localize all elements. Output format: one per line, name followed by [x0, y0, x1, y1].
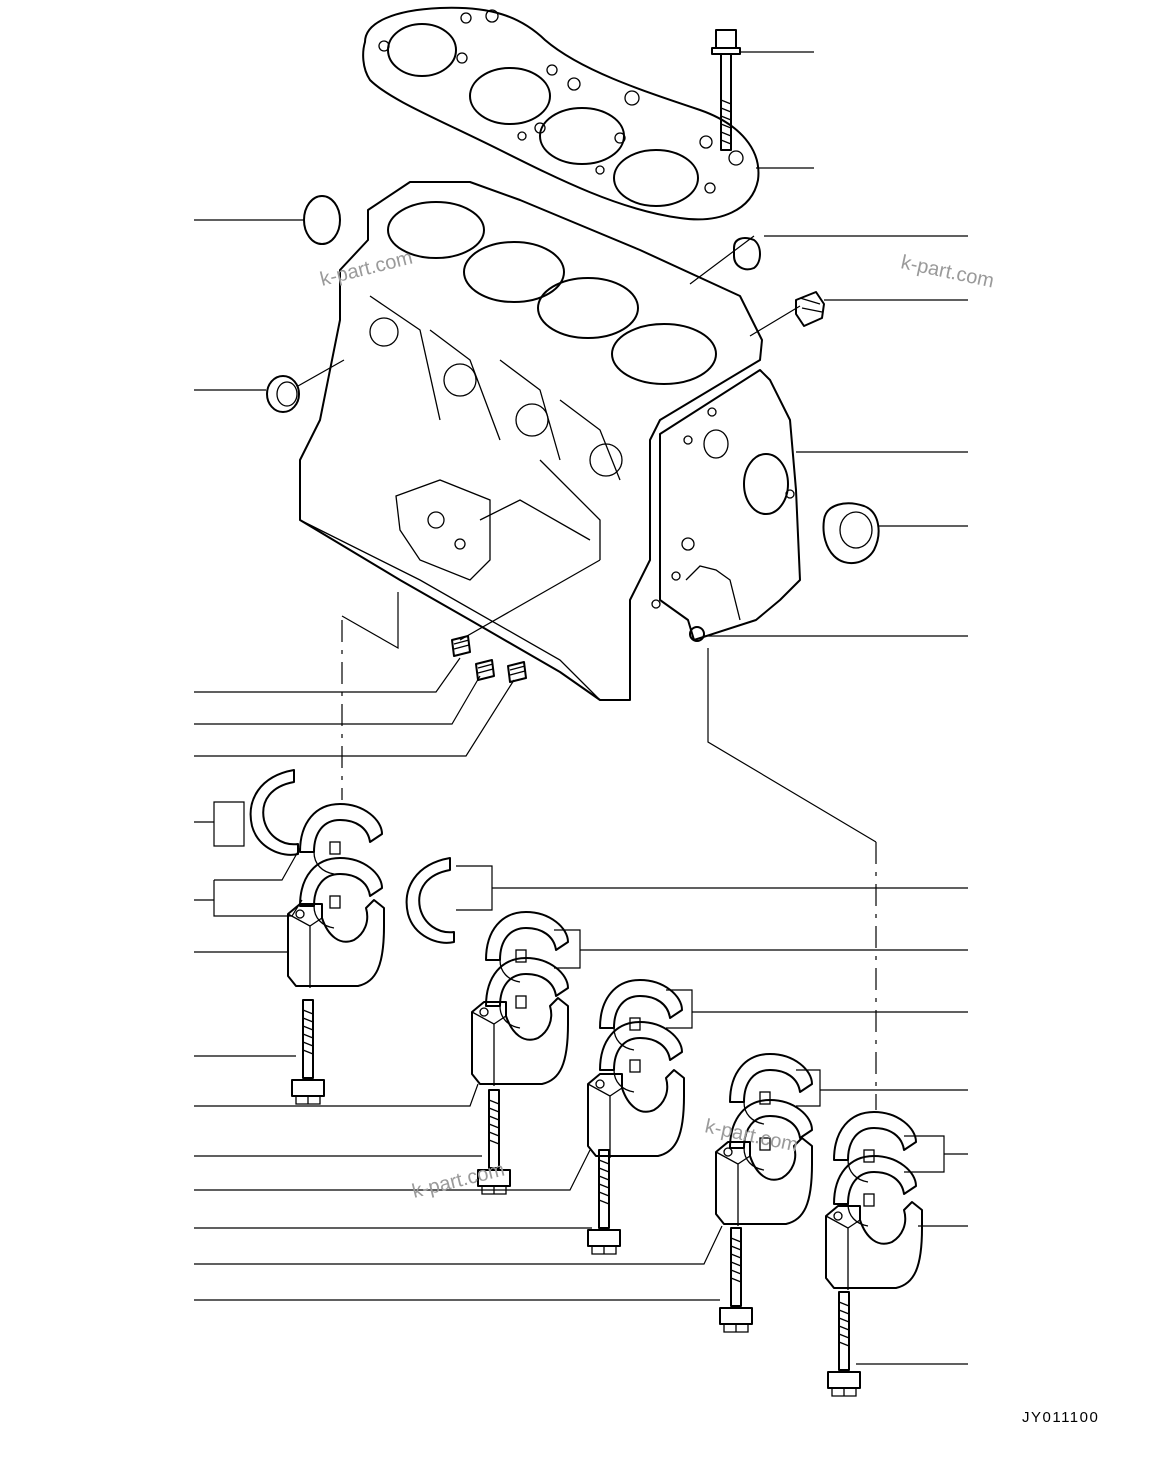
head-bolt: [711, 29, 741, 151]
main-bearing-cap-5: [825, 1201, 923, 1291]
thrust-washers-lower: [405, 857, 455, 944]
watermark-1: k-part.com: [899, 251, 996, 292]
cylinder-block: [299, 181, 763, 701]
oil-seal-left: [266, 375, 300, 413]
camshaft-bushing: [822, 502, 880, 565]
cylinder-head-gasket: [362, 6, 760, 221]
center-lines: [341, 620, 877, 1110]
plug-screw-2: [475, 659, 495, 681]
cap-bolt-1: [291, 999, 325, 1105]
figure-code: JY011100: [1022, 1409, 1100, 1426]
main-bearing-cap-4: [715, 1137, 813, 1227]
main-bearing-cap-3: [587, 1069, 685, 1159]
expansion-plug-left: [303, 195, 341, 245]
main-bearing-cap-2: [471, 997, 569, 1087]
main-bearing-4: [729, 1053, 813, 1171]
cap-bolt-4: [719, 1227, 753, 1333]
thrust-washers-upper: [249, 769, 299, 856]
watermark-3: k-part.com: [410, 1159, 507, 1203]
cap-bolt-5: [827, 1291, 861, 1397]
cap-bolt-3: [587, 1149, 621, 1255]
plug-screw-3: [507, 661, 527, 683]
expansion-plug-right: [733, 237, 761, 271]
leader-lines: [194, 51, 968, 1365]
watermarks: k-part.com k-part.com k-part.com k-part.…: [318, 247, 996, 1203]
main-bearing-cap-1: [287, 899, 385, 989]
main-bearing-1: [299, 803, 383, 929]
rear-plate: [651, 369, 801, 641]
plug-screw-top: [795, 291, 825, 327]
dowel-pin: [689, 626, 705, 642]
watermark-2: k-part.com: [318, 247, 415, 291]
